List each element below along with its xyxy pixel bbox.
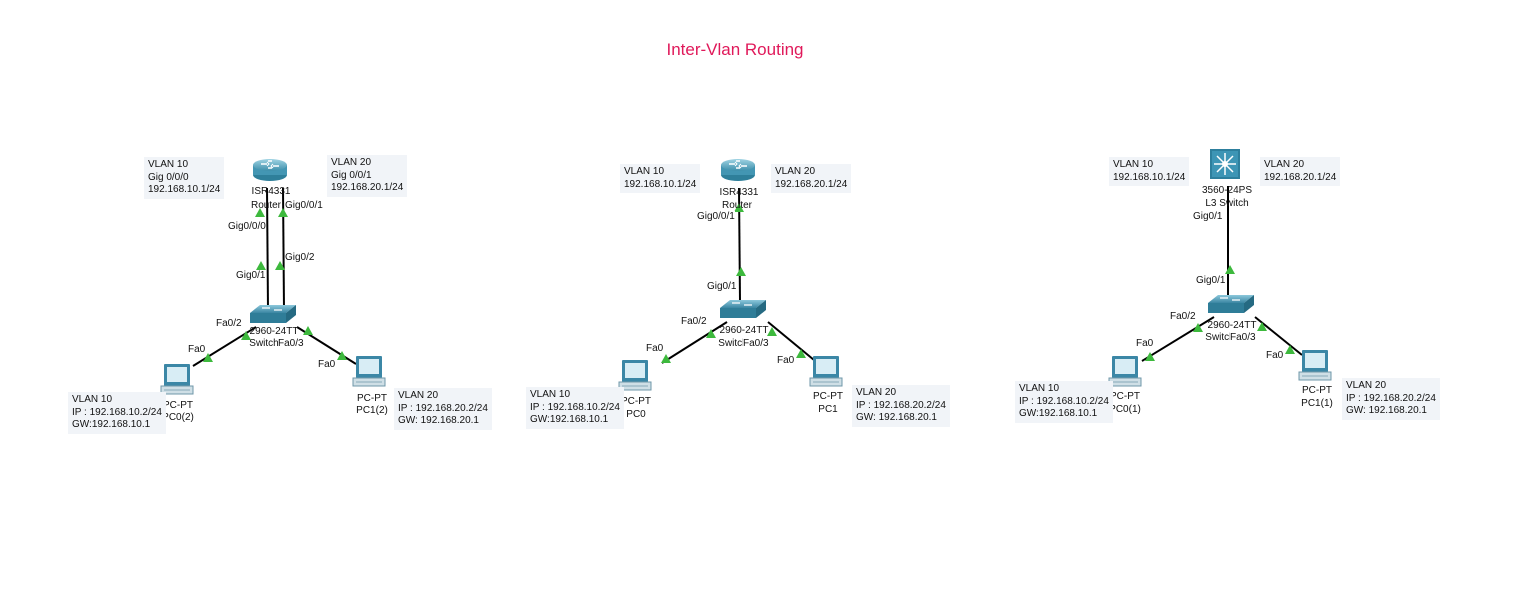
router-model-label: ISR4331 bbox=[719, 187, 759, 198]
port-label: Fa0/2 bbox=[1170, 311, 1196, 322]
port-label: Fa0/3 bbox=[1230, 332, 1256, 343]
note-pc-vlan10: VLAN 10 IP : 192.168.10.2/24 GW:192.168.… bbox=[526, 387, 624, 429]
link-router-switch-gig0-0-0[interactable] bbox=[266, 187, 269, 311]
note-router-vlan20: VLAN 20 192.168.20.1/24 bbox=[771, 164, 852, 193]
link-switch-pc1-1[interactable] bbox=[1254, 316, 1303, 356]
pc-icon[interactable] bbox=[1298, 349, 1332, 381]
note-l3-vlan20: VLAN 20 192.168.20.1/24 bbox=[1260, 157, 1341, 186]
link-router-switch-gig0-0-1[interactable] bbox=[282, 187, 285, 311]
pc-name-label: PC0 bbox=[626, 409, 646, 420]
link-switch-pc1[interactable] bbox=[767, 321, 815, 361]
pc-icon[interactable] bbox=[618, 359, 652, 391]
port-label: Gig0/1 bbox=[236, 270, 266, 281]
pc-type-label: PC-PT bbox=[1302, 385, 1332, 396]
router-icon[interactable] bbox=[720, 158, 756, 182]
port-label: Fa0 bbox=[1266, 350, 1284, 361]
pc-name-label: PC0(2) bbox=[162, 412, 194, 423]
port-label: Fa0/2 bbox=[681, 316, 707, 327]
port-label: Fa0 bbox=[646, 343, 664, 354]
l3-switch-name-label: L3 Switch bbox=[1205, 198, 1249, 209]
topology1-links bbox=[192, 187, 357, 367]
pc-icon[interactable] bbox=[352, 355, 386, 387]
topology2-links bbox=[661, 187, 815, 364]
router-name-label: Router bbox=[721, 200, 753, 211]
l3-switch-icon[interactable] bbox=[1209, 148, 1241, 180]
port-label: Gig0/0/0 bbox=[228, 221, 266, 232]
pc-type-label: PC-PT bbox=[357, 393, 387, 404]
port-label: Gig0/0/1 bbox=[697, 211, 735, 222]
switch-name-label: Switch bbox=[718, 338, 748, 349]
pc-icon[interactable] bbox=[160, 363, 194, 395]
port-label: Fa0 bbox=[188, 344, 206, 355]
port-label: Gig0/1 bbox=[707, 281, 737, 292]
pc-type-label: PC-PT bbox=[1110, 391, 1140, 402]
diagram-title: Inter-Vlan Routing bbox=[666, 40, 804, 59]
router-icon[interactable] bbox=[252, 158, 288, 182]
pc-name-label: PC0(1) bbox=[1109, 404, 1141, 415]
port-status-icon bbox=[256, 261, 266, 270]
port-status-icon bbox=[1225, 265, 1235, 274]
note-pc-vlan20: VLAN 20 IP : 192.168.20.2/24 GW: 192.168… bbox=[852, 385, 950, 427]
note-router-vlan10: VLAN 10 192.168.10.1/24 bbox=[620, 164, 701, 193]
switch-icon[interactable] bbox=[1207, 294, 1255, 314]
note-pc-vlan10: VLAN 10 IP : 192.168.10.2/24 GW:192.168.… bbox=[1015, 381, 1113, 423]
link-switch-pc0-1[interactable] bbox=[1141, 316, 1215, 362]
pc-icon[interactable] bbox=[809, 355, 843, 387]
port-label: Gig0/1 bbox=[1193, 211, 1223, 222]
port-label: Fa0 bbox=[777, 355, 795, 366]
port-label: Fa0 bbox=[1136, 338, 1154, 349]
port-label: Fa0 bbox=[318, 359, 336, 370]
note-router-vlan10: VLAN 10 Gig 0/0/0 192.168.10.1/24 bbox=[144, 157, 225, 199]
pc-name-label: PC1 bbox=[818, 404, 838, 415]
port-label: Fa0/2 bbox=[216, 318, 242, 329]
switch-icon[interactable] bbox=[719, 299, 767, 319]
port-label: Gig0/1 bbox=[1196, 275, 1226, 286]
switch-model-label: 2960-24TT bbox=[1207, 320, 1257, 331]
switch-icon[interactable] bbox=[249, 304, 297, 324]
pc-name-label: PC1(2) bbox=[356, 405, 388, 416]
router-name-label: Router bbox=[250, 200, 282, 211]
pc-type-label: PC-PT bbox=[621, 396, 651, 407]
note-pc-vlan20: VLAN 20 IP : 192.168.20.2/24 GW: 192.168… bbox=[394, 388, 492, 430]
note-pc-vlan10: VLAN 10 IP : 192.168.10.2/24 GW:192.168.… bbox=[68, 392, 166, 434]
pc-type-label: PC-PT bbox=[163, 400, 193, 411]
note-router-vlan20: VLAN 20 Gig 0/0/1 192.168.20.1/24 bbox=[327, 155, 408, 197]
port-label: Gig0/0/1 bbox=[285, 200, 323, 211]
topology3-links bbox=[1141, 186, 1303, 362]
switch-model-label: 2960-24TT bbox=[249, 326, 299, 337]
pc-type-label: PC-PT bbox=[813, 391, 843, 402]
port-label: Fa0/3 bbox=[743, 338, 769, 349]
port-label: Gig0/2 bbox=[285, 252, 315, 263]
switch-name-label: Switch bbox=[249, 338, 279, 349]
pc-name-label: PC1(1) bbox=[1301, 398, 1333, 409]
switch-name-label: Switch bbox=[1205, 332, 1235, 343]
port-status-icon bbox=[1285, 345, 1295, 354]
pc-icon[interactable] bbox=[1108, 355, 1142, 387]
port-status-icon bbox=[796, 349, 806, 358]
port-status-icon bbox=[303, 326, 313, 335]
l3-switch-model-label: 3560-24PS bbox=[1201, 185, 1253, 196]
link-switch-pc0[interactable] bbox=[661, 321, 728, 364]
switch-model-label: 2960-24TT bbox=[719, 325, 769, 336]
note-pc-vlan20: VLAN 20 IP : 192.168.20.2/24 GW: 192.168… bbox=[1342, 378, 1440, 420]
port-label: Fa0/3 bbox=[278, 338, 304, 349]
port-status-icon bbox=[736, 267, 746, 276]
router-model-label: ISR4331 bbox=[251, 186, 291, 197]
note-l3-vlan10: VLAN 10 192.168.10.1/24 bbox=[1109, 157, 1190, 186]
